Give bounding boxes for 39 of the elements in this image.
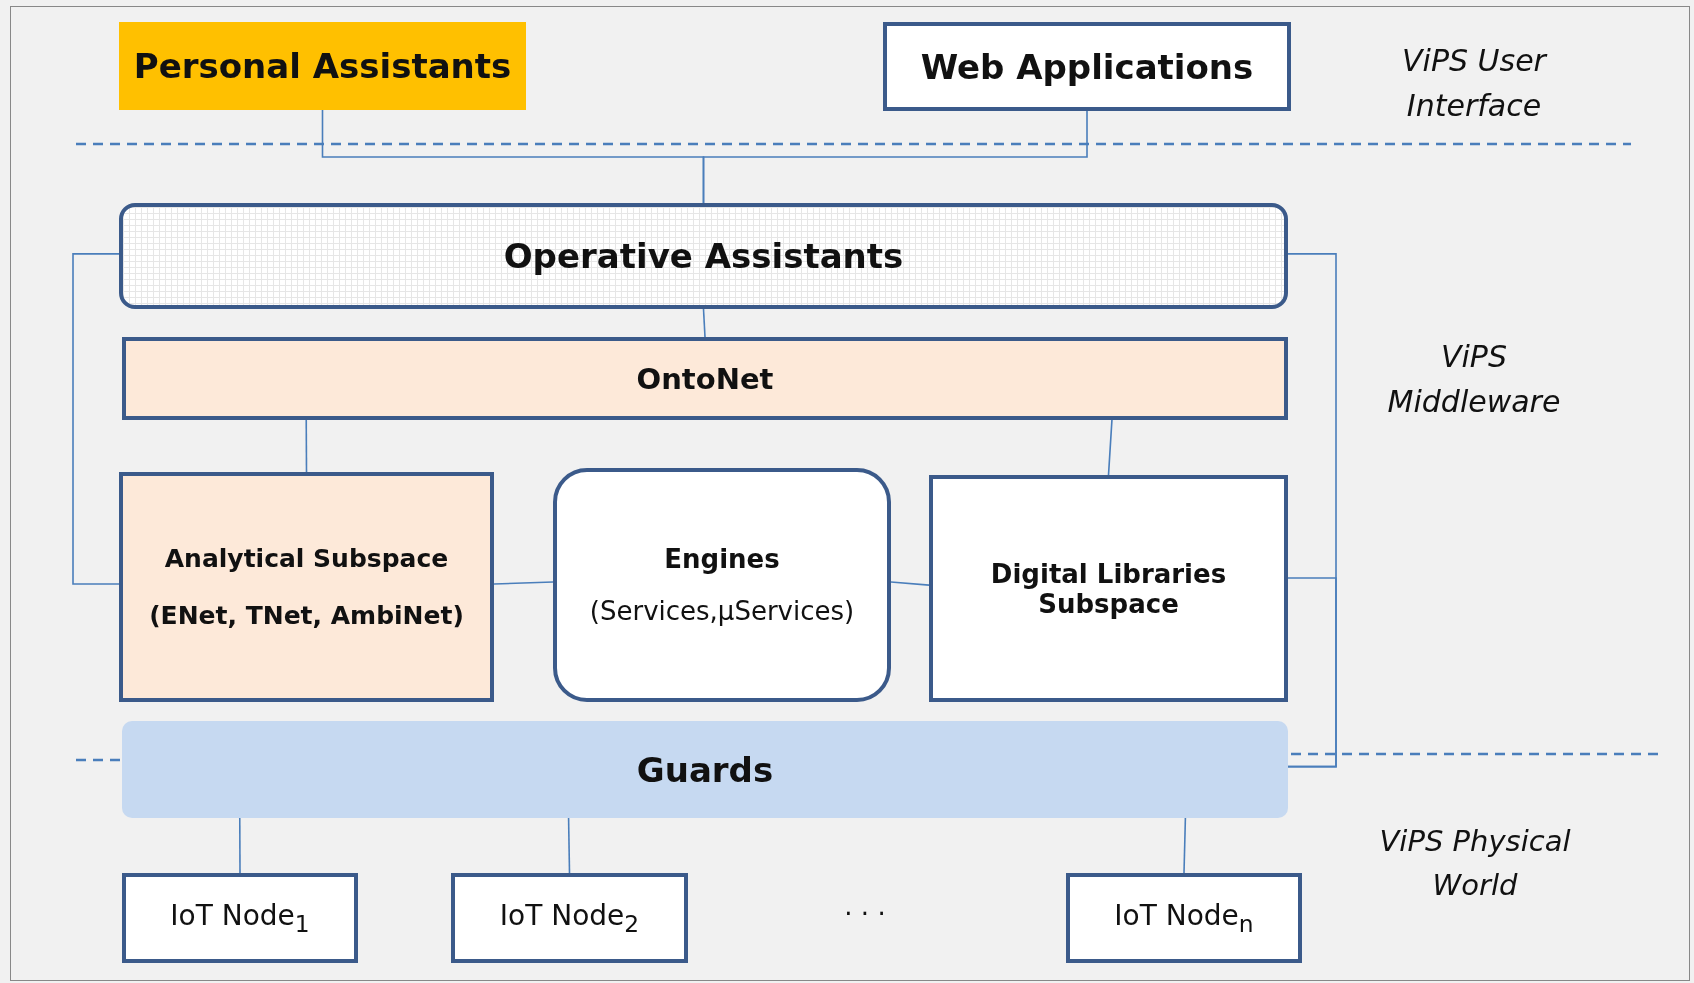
process-box: [883, 22, 1291, 111]
connector-line: [890, 581, 930, 586]
box-label: IoT Node$_{2}$: [498, 898, 641, 938]
connector-line: [72, 253, 120, 585]
process-box: [122, 873, 358, 963]
process-box: [119, 22, 526, 110]
connector-line: [567, 817, 571, 874]
layer-label: ViPS Physical World: [1378, 823, 1572, 904]
connector-line: [305, 419, 308, 473]
connector-line: [1183, 817, 1187, 874]
connector-line: [238, 817, 241, 874]
layer-bar: [122, 337, 1288, 420]
box-label: Web Applications: [919, 46, 1255, 87]
layer-label: ViPS Middleware: [1386, 338, 1562, 421]
connector-line: [1107, 419, 1113, 476]
layer-bar: [122, 721, 1288, 818]
process-box: [1066, 873, 1302, 963]
box-label: Digital Libraries Subspace: [989, 558, 1228, 619]
box-label: Guards: [635, 749, 775, 790]
ellipsis: · · ·: [843, 898, 887, 931]
box-label: IoT Node$_{n}$: [1113, 898, 1255, 938]
box-label: OntoNet: [635, 361, 775, 396]
connector-line: [702, 308, 706, 338]
box-label: Analytical Subspace: [163, 544, 450, 573]
process-box: [451, 873, 688, 963]
connector-line: [493, 581, 554, 585]
box-sublabel: (Services,μServices): [588, 596, 856, 626]
box-label: Engines: [663, 544, 781, 574]
connector-line: [1287, 577, 1337, 768]
box-label: Operative Assistants: [502, 236, 905, 276]
process-box: [119, 472, 494, 702]
box-label: IoT Node$_{1}$: [169, 898, 311, 938]
process-box: [929, 475, 1288, 702]
box-sublabel: (ENet, TNet, AmbiNet): [148, 601, 465, 630]
process-box: [553, 468, 891, 702]
connector-line: [702, 110, 1088, 204]
box-label: Personal Assistants: [132, 46, 513, 86]
layer-label: ViPS User Interface: [1401, 42, 1549, 125]
process-box: [119, 203, 1288, 309]
